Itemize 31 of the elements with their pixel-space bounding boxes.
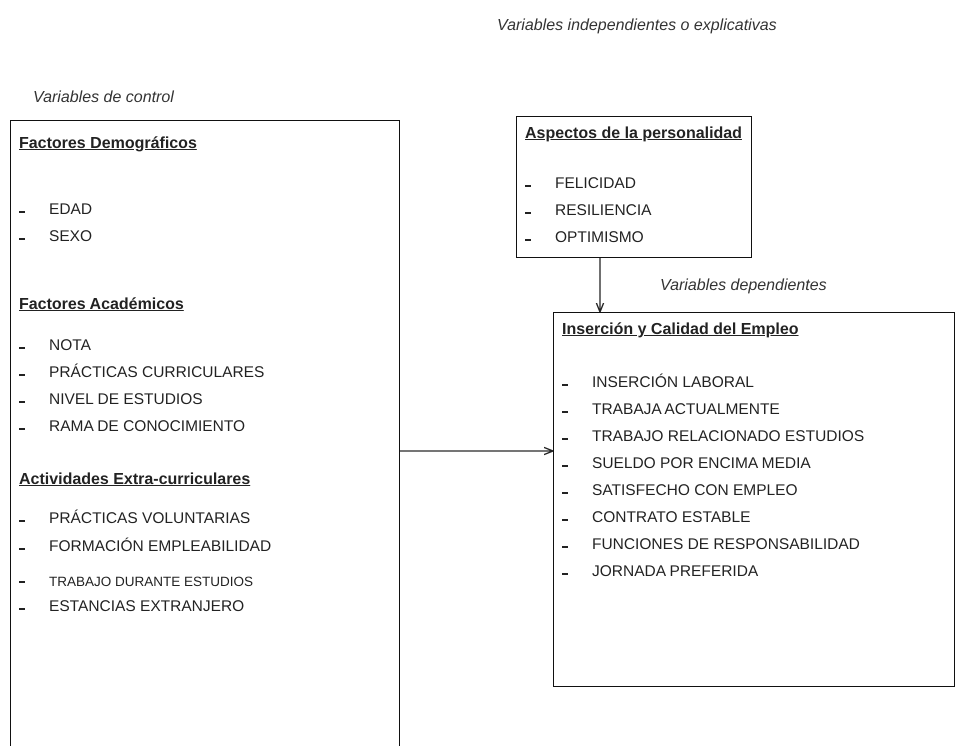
group-caption: Variables de control (33, 89, 174, 107)
arrow (400, 446, 554, 456)
section-heading: Factores Demográficos (19, 135, 197, 153)
arrow (596, 258, 604, 313)
list-item: TRABAJA ACTUALMENTE (592, 401, 780, 419)
group-caption: Variables independientes o explicativas (497, 17, 777, 35)
list-item: ESTANCIAS EXTRANJERO (49, 598, 244, 616)
list-item: CONTRATO ESTABLE (592, 509, 750, 527)
list-item: NIVEL DE ESTUDIOS (49, 391, 203, 409)
list-item: RESILIENCIA (555, 202, 652, 220)
section-heading: Actividades Extra-curriculares (19, 471, 250, 489)
list-item: SEXO (49, 228, 92, 246)
section-heading: Factores Académicos (19, 296, 184, 314)
list-item: PRÁCTICAS CURRICULARES (49, 364, 264, 382)
list-item: SUELDO POR ENCIMA MEDIA (592, 455, 811, 473)
list-item: FUNCIONES DE RESPONSABILIDAD (592, 536, 860, 554)
list-item: RAMA DE CONOCIMIENTO (49, 418, 246, 436)
section-heading: Inserción y Calidad del Empleo (562, 321, 799, 339)
list-item: JORNADA PREFERIDA (592, 563, 758, 581)
section-heading: Aspectos de la personalidad (525, 125, 742, 143)
list-item: SATISFECHO CON EMPLEO (592, 482, 798, 500)
list-item: OPTIMISMO (555, 229, 644, 247)
list-item: INSERCIÓN LABORAL (592, 374, 754, 392)
list-item: NOTA (49, 337, 91, 355)
list-item: FELICIDAD (555, 175, 636, 193)
list-item: PRÁCTICAS VOLUNTARIAS (49, 510, 250, 528)
group-caption: Variables dependientes (660, 277, 827, 295)
list-item: FORMACIÓN EMPLEABILIDAD (49, 538, 272, 556)
list-item: EDAD (49, 201, 92, 219)
list-item: TRABAJO DURANTE ESTUDIOS (49, 574, 254, 589)
list-item: TRABAJO RELACIONADO ESTUDIOS (592, 428, 864, 446)
